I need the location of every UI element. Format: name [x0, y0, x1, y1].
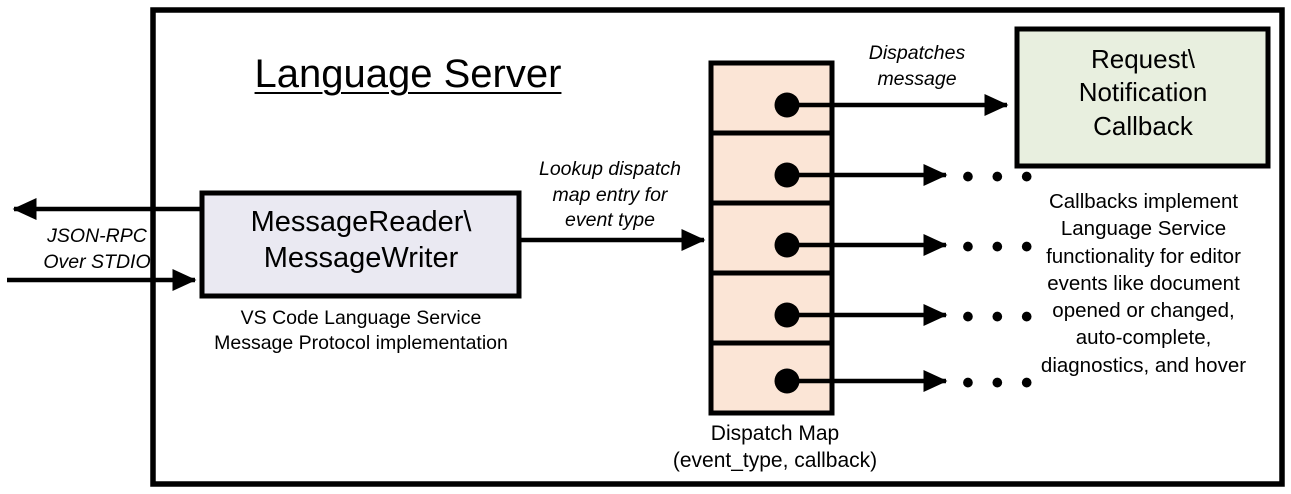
dispatch-entry-dot-2	[774, 162, 800, 188]
dispatch-map-table[interactable]	[708, 60, 835, 416]
dispatch-row-5-link	[774, 368, 948, 394]
callback-box-label: Request\ Notification Callback	[1078, 44, 1208, 141]
dispatch-map-row-2[interactable]	[708, 130, 835, 206]
edge-label-dispatches: Dispatches message	[868, 42, 966, 90]
dispatch-row-4-link	[774, 302, 948, 328]
ellipsis-row-4: • • •	[962, 298, 1037, 336]
dispatch-row-3-link	[774, 232, 948, 258]
edge-label-json-rpc: JSON-RPC Over STDIO	[43, 225, 151, 273]
page-title-text: Language Server	[254, 52, 562, 96]
dispatch-entry-dot-3	[774, 232, 800, 258]
message-reader-writer-caption: VS Code Language Service Message Protoco…	[214, 307, 508, 355]
dispatch-row-2-link	[774, 162, 948, 188]
edge-label-lookup: Lookup dispatch map entry for event type	[538, 158, 682, 232]
ellipsis-row-5: • • •	[962, 364, 1037, 402]
dispatch-row-1-link	[774, 92, 1009, 118]
dispatch-entry-dot-5	[774, 368, 800, 394]
dispatch-entry-dot-4	[774, 302, 800, 328]
callback-box[interactable]	[1014, 26, 1271, 169]
dispatch-map-row-3[interactable]	[708, 200, 835, 276]
page-title: Language Server	[228, 52, 588, 97]
message-reader-writer-box[interactable]	[199, 190, 522, 299]
dispatch-map-row-4[interactable]	[708, 270, 835, 346]
dispatch-map-caption: Dispatch Map (event_type, callback)	[672, 422, 878, 472]
dispatch-map-row-1[interactable]	[708, 60, 835, 136]
ellipsis-row-2: • • •	[962, 158, 1037, 196]
ellipsis-row-3: • • •	[962, 228, 1037, 266]
dispatch-map-row-5[interactable]	[708, 340, 835, 416]
callback-box-caption: Callbacks implement Language Service fun…	[1040, 190, 1247, 377]
message-reader-writer-label: MessageReader\ MessageWriter	[250, 206, 472, 275]
language-server-container	[150, 7, 1285, 487]
dispatch-entry-dot-1	[774, 92, 800, 118]
